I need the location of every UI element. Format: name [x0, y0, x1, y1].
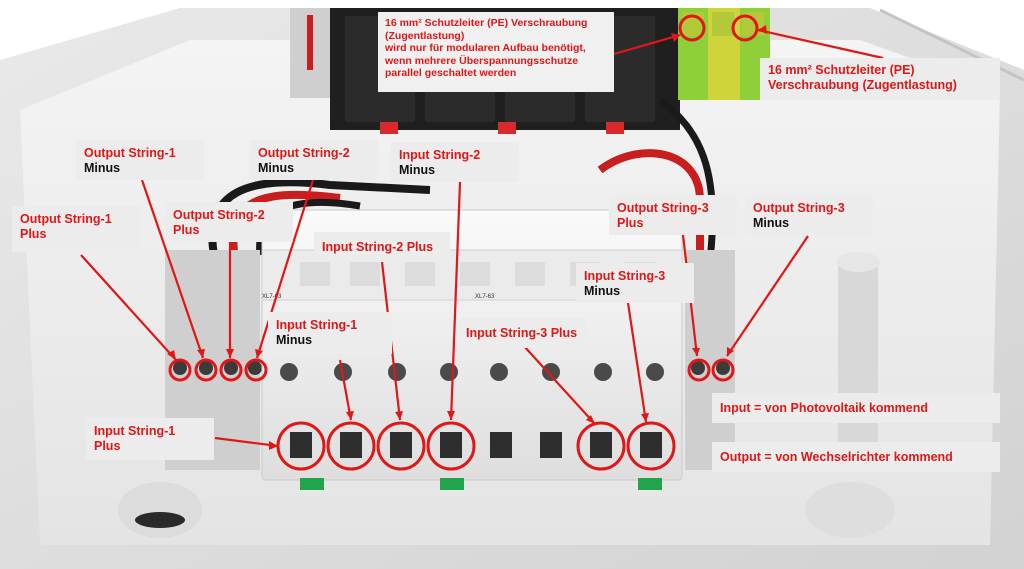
- label-output-string1-minus: Output String-1 Minus: [76, 140, 204, 180]
- label-output-string3-plus: Output String-3 Plus: [609, 195, 737, 235]
- label-input-string1-plus: Input String-1 Plus: [86, 418, 214, 460]
- breaker-model-left: XL7-63: [262, 294, 282, 300]
- in1-minus-sub: Minus: [276, 333, 313, 347]
- out1-plus-title: Output String-1: [20, 212, 112, 226]
- out2-minus-title: Output String-2: [258, 146, 350, 160]
- in2-minus-title: Input String-2: [399, 148, 481, 162]
- in3-plus-title: Input String-3 Plus: [466, 326, 578, 340]
- in3-plus-circle: [576, 421, 626, 471]
- cable-red-right: [597, 149, 704, 255]
- label-input-string2-minus: Input String-2 Minus: [391, 142, 519, 182]
- pe-note-line1: 16 mm² Schutzleiter (PE) Verschraubung (…: [385, 17, 588, 42]
- label-output-string1-plus: Output String-1 Plus: [12, 206, 140, 252]
- label-pe-note: 16 mm² Schutzleiter (PE) Verschraubung (…: [378, 12, 614, 92]
- lower-terminals: [290, 432, 662, 458]
- in1-minus-title: Input String-1: [276, 318, 358, 332]
- pe-screw-circle-2: [731, 14, 759, 42]
- out3-minus-sub: Minus: [753, 216, 790, 230]
- label-input-string2-plus: Input String-2 Plus: [314, 232, 450, 262]
- pe-screw-2: [712, 12, 734, 36]
- out1-minus-title: Output String-1: [84, 146, 176, 160]
- label-pe-right: 16 mm² Schutzleiter (PE) Verschraubung (…: [760, 58, 1000, 100]
- out1-plus-sub: Plus: [20, 227, 47, 241]
- in2-minus-circle: [426, 421, 476, 471]
- in3-minus-sub: Minus: [584, 284, 621, 298]
- green-clips: [300, 478, 662, 490]
- enclosure-edge: [879, 8, 1024, 82]
- arrow-heads: [167, 25, 767, 450]
- in2-plus-circle: [376, 421, 426, 471]
- label-input-string3-minus: Input String-3 Minus: [576, 263, 694, 303]
- highlight-circles: [168, 14, 759, 471]
- label-output-string2-plus: Output String-2 Plus: [165, 202, 293, 242]
- annotation-arrows: [80, 28, 884, 448]
- pe-note-line2: wird nur für modularen Aufbau benötigt, …: [385, 42, 586, 79]
- pe-right-line1: 16 mm² Schutzleiter (PE): [768, 63, 915, 77]
- out1-minus-sub: Minus: [84, 161, 121, 175]
- in1-minus-circle: [326, 421, 376, 471]
- out2-minus-circle: [244, 358, 268, 382]
- upper-screw-holes: [280, 363, 664, 381]
- in2-plus-title: Input String-2 Plus: [322, 240, 434, 254]
- in3-minus-title: Input String-3: [584, 269, 666, 283]
- label-input-string1-minus: Input String-1 Minus: [268, 312, 392, 354]
- out2-minus-sub: Minus: [258, 161, 295, 175]
- out3-plus-sub: Plus: [617, 216, 644, 230]
- out2-plus-title: Output String-2: [173, 208, 265, 222]
- legend-input: Input = von Photovoltaik kommend: [712, 393, 1000, 423]
- pe-right-line2: Verschraubung (Zugentlastung): [768, 78, 957, 92]
- label-input-string3-plus: Input String-3 Plus: [458, 318, 586, 348]
- breaker-model-right: XL7-63: [475, 294, 495, 300]
- out1-minus-circle: [194, 358, 218, 382]
- legend-input-text: Input = von Photovoltaik kommend: [720, 401, 929, 415]
- out3-minus-circle: [711, 358, 735, 382]
- out3-minus-title: Output String-3: [753, 201, 845, 215]
- out2-plus-sub: Plus: [173, 223, 200, 237]
- in3-minus-circle: [626, 421, 676, 471]
- out3-plus-title: Output String-3: [617, 201, 709, 215]
- out3-plus-circle: [687, 358, 711, 382]
- in2-minus-sub: Minus: [399, 163, 436, 177]
- label-output-string3-minus: Output String-3 Minus: [745, 195, 873, 235]
- out1-plus-circle: [168, 358, 192, 382]
- legend-output: Output = von Wechselrichter kommend: [712, 442, 1000, 472]
- label-output-string2-minus: Output String-2 Minus: [250, 140, 378, 180]
- out2-plus-circle: [219, 358, 243, 382]
- in1-plus-title: Input String-1: [94, 424, 176, 438]
- in1-plus-sub: Plus: [94, 439, 121, 453]
- legend-output-text: Output = von Wechselrichter kommend: [720, 450, 953, 464]
- pe-screw-circle-1: [678, 14, 706, 42]
